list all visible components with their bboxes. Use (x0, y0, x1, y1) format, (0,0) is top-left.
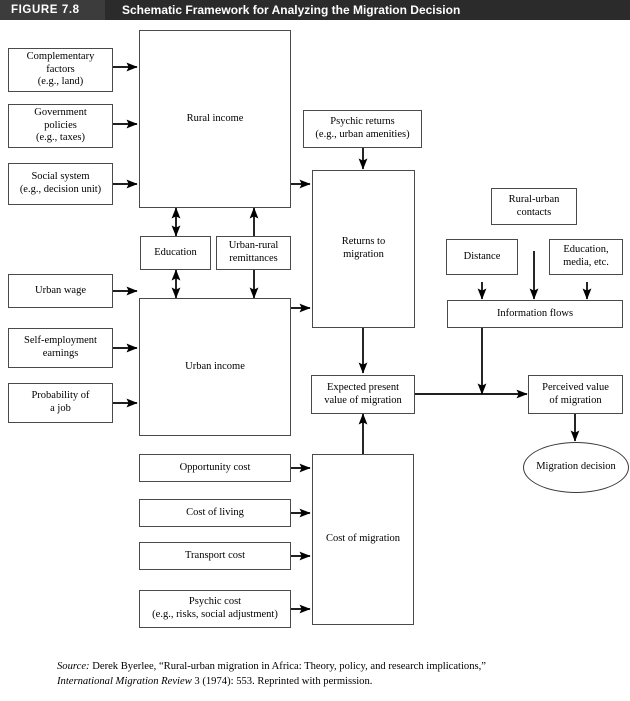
probability-job-line1: Probability of (31, 390, 90, 402)
returns-to-migration-line1: Returns to (341, 236, 386, 248)
node-government-policies[interactable]: Government policies (e.g., taxes) (8, 104, 113, 148)
psychic-returns-line1: Psychic returns (330, 116, 395, 128)
rural-income-label: Rural income (186, 112, 244, 124)
node-cost-of-migration[interactable]: Cost of migration (312, 454, 414, 625)
education-media-line1: Education, (563, 244, 609, 256)
node-probability-of-a-job[interactable]: Probability of a job (8, 383, 113, 423)
urban-rural-remittances-line1: Urban-rural (228, 240, 279, 252)
psychic-returns-line2: (e.g., urban amenities) (315, 129, 410, 140)
distance-label: Distance (463, 250, 501, 262)
node-rural-urban-contacts[interactable]: Rural-urban contacts (491, 188, 577, 225)
source-caption: Source: Derek Byerlee, “Rural-urban migr… (57, 659, 602, 690)
self-employment-line1: Self-employment (24, 335, 97, 347)
node-education-media[interactable]: Education, media, etc. (549, 239, 623, 275)
node-urban-wage[interactable]: Urban wage (8, 274, 113, 308)
psychic-cost-line2: (e.g., risks, social adjustment) (152, 609, 278, 620)
node-returns-to-migration[interactable]: Returns to migration (312, 170, 415, 328)
opportunity-cost-label: Opportunity cost (179, 461, 251, 473)
node-opportunity-cost[interactable]: Opportunity cost (139, 454, 291, 482)
social-system-line1: Social system (31, 171, 90, 183)
government-policies-line2: policies (44, 119, 77, 131)
government-policies-line3: (e.g., taxes) (36, 132, 85, 144)
government-policies-line1: Government (34, 106, 87, 118)
source-line-1: Source: Derek Byerlee, “Rural-urban migr… (57, 659, 602, 674)
source-journal-title: International Migration Review (57, 676, 192, 688)
node-information-flows[interactable]: Information flows (447, 300, 623, 328)
node-expected-present-value[interactable]: Expected present value of migration (311, 375, 415, 414)
node-cost-of-living[interactable]: Cost of living (139, 499, 291, 527)
node-transport-cost[interactable]: Transport cost (139, 542, 291, 570)
figure-number-label: FIGURE 7.8 (11, 4, 80, 16)
source-line-2: International Migration Review 3 (1974):… (57, 674, 602, 689)
source-label: Source: (57, 661, 90, 672)
cost-of-migration-label: Cost of migration (325, 533, 401, 545)
complementary-factors-line1: Complementary (26, 50, 95, 62)
node-urban-rural-remittances[interactable]: Urban-rural remittances (216, 236, 291, 270)
perceived-value-line1: Perceived value (542, 381, 609, 393)
figure-number-block: FIGURE 7.8 (0, 0, 105, 20)
education-media-line2: media, etc. (563, 257, 609, 268)
complementary-factors-line3: (e.g., land) (37, 76, 84, 88)
urban-income-label: Urban income (185, 360, 245, 372)
probability-job-line2: a job (50, 403, 71, 414)
urban-wage-label: Urban wage (34, 284, 87, 296)
source-line2-rest: 3 (1974): 553. Reprinted with permission… (191, 676, 373, 688)
node-education-link[interactable]: Education (140, 236, 211, 270)
node-perceived-value[interactable]: Perceived value of migration (528, 375, 623, 414)
figure-title-block: Schematic Framework for Analyzing the Mi… (105, 0, 630, 20)
transport-cost-label: Transport cost (185, 549, 245, 561)
information-flows-label: Information flows (496, 307, 574, 319)
self-employment-line2: earnings (42, 348, 79, 359)
complementary-factors-line2: factors (46, 63, 75, 75)
migration-decision-line2: decision (580, 461, 616, 473)
urban-rural-remittances-line2: remittances (229, 253, 278, 264)
expected-present-value-line1: Expected present (326, 381, 399, 393)
node-migration-decision[interactable]: Migration decision (523, 442, 629, 493)
social-system-line2: (e.g., decision unit) (19, 184, 102, 195)
node-psychic-returns[interactable]: Psychic returns (e.g., urban amenities) (303, 110, 422, 148)
rural-urban-contacts-line2: contacts (516, 206, 552, 218)
source-line1-rest: Derek Byerlee, “Rural-urban migration in… (89, 661, 486, 672)
figure-header-bar: FIGURE 7.8 Schematic Framework for Analy… (0, 0, 630, 20)
psychic-cost-line1: Psychic cost (188, 596, 242, 608)
diagram-canvas: Complementary factors (e.g., land) Gover… (0, 20, 630, 650)
node-complementary-factors[interactable]: Complementary factors (e.g., land) (8, 48, 113, 92)
node-rural-income[interactable]: Rural income (139, 30, 291, 208)
returns-to-migration-line2: migration (343, 249, 384, 260)
cost-of-living-label: Cost of living (186, 506, 244, 518)
expected-present-value-line2: value of migration (324, 394, 402, 406)
figure-title-text: Schematic Framework for Analyzing the Mi… (122, 3, 461, 17)
node-self-employment-earnings[interactable]: Self-employment earnings (8, 328, 113, 368)
node-psychic-cost[interactable]: Psychic cost (e.g., risks, social adjust… (139, 590, 291, 628)
node-urban-income[interactable]: Urban income (139, 298, 291, 436)
rural-urban-contacts-line1: Rural-urban (508, 193, 560, 205)
node-distance[interactable]: Distance (446, 239, 518, 275)
perceived-value-line2: of migration (549, 394, 602, 406)
migration-decision-line1: Migration (536, 461, 579, 473)
education-link-label: Education (154, 246, 197, 258)
node-social-system[interactable]: Social system (e.g., decision unit) (8, 163, 113, 205)
